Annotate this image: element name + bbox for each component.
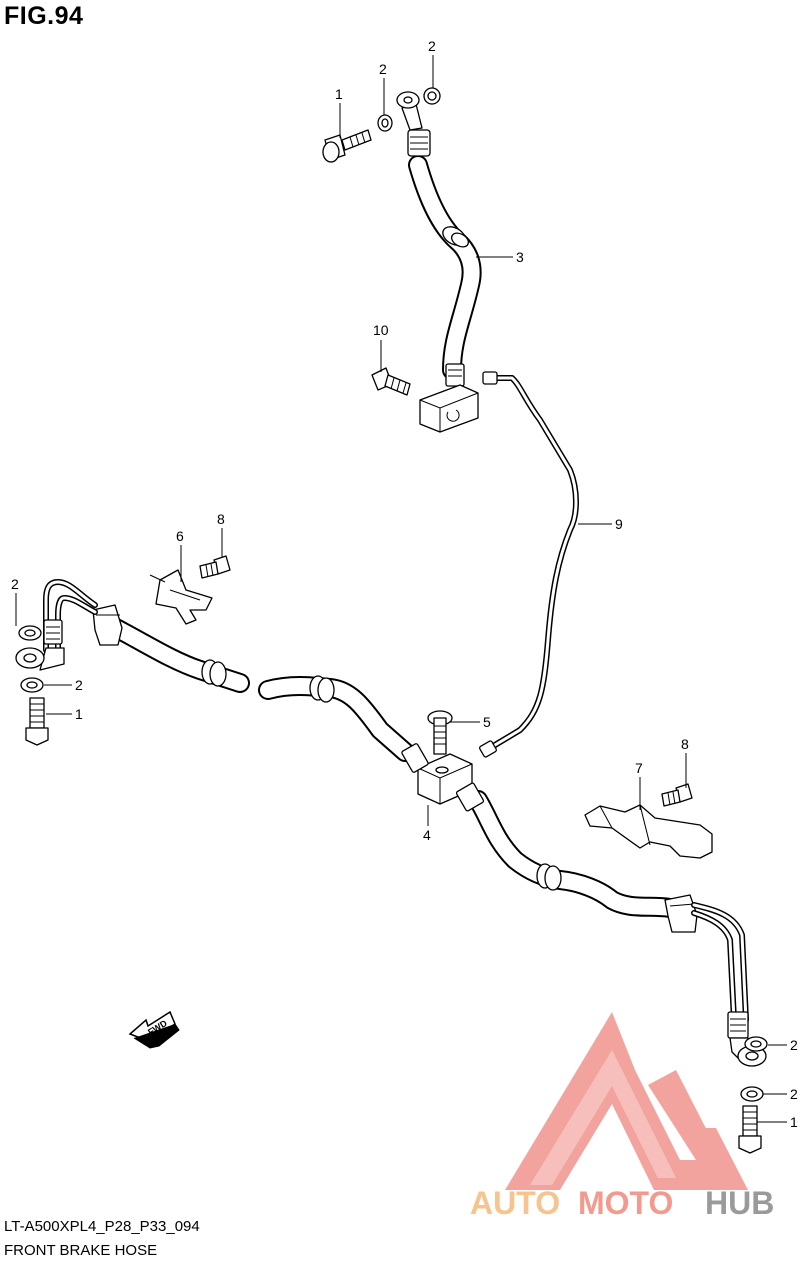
watermark-text: AUTO MOTO HUB: [470, 1185, 774, 1221]
bracket-6: [149, 569, 213, 625]
callout-1-top: 1: [335, 86, 343, 102]
watermark-text-auto: AUTO: [470, 1185, 560, 1221]
upper-joint-block: [419, 384, 479, 433]
callout-2-left-lower: 2: [75, 677, 83, 693]
callout-2-right-upper: 2: [790, 1037, 798, 1053]
callout-labels: 1 2 2 3 10 9 6 8 2 2 1 5 4 7 8 2 2 1: [11, 38, 798, 1130]
union-bolt-top: [322, 129, 372, 163]
left-brake-hose: [15, 579, 415, 762]
union-bolt-left: [25, 697, 49, 746]
callout-10: 10: [373, 322, 389, 338]
brake-pipe: [479, 371, 579, 758]
callout-6: 6: [176, 528, 184, 544]
figure-title: FIG.94: [4, 2, 84, 30]
callout-2-left-upper: 2: [11, 576, 19, 592]
bolt-8-right: [661, 783, 693, 807]
callout-1-right: 1: [790, 1114, 798, 1130]
watermark-text-moto: MOTO: [578, 1185, 673, 1221]
upper-brake-hose: [396, 91, 482, 387]
figure-name-caption: FRONT BRAKE HOSE: [4, 1242, 158, 1259]
model-code-caption: LT-A500XPL4_P28_P33_094: [4, 1218, 200, 1235]
leader-lines: [15, 55, 787, 1123]
bracket-7: [584, 804, 713, 859]
callout-2-top-right: 2: [428, 38, 436, 54]
callout-8-left: 8: [217, 511, 225, 527]
callout-2-top-left: 2: [379, 61, 387, 77]
bolt-8-left: [199, 555, 231, 579]
mounting-bolt-10: [371, 367, 411, 396]
union-bolt-right: [738, 1105, 762, 1154]
fwd-arrow-icon: FWD: [128, 1010, 180, 1049]
callout-1-left: 1: [75, 706, 83, 722]
callout-4: 4: [423, 827, 431, 843]
right-brake-hose: [455, 782, 767, 1067]
bolt-5: [427, 710, 453, 755]
callout-3: 3: [516, 249, 524, 265]
callout-9: 9: [615, 516, 623, 532]
callout-5: 5: [483, 714, 491, 730]
watermark-logo: [505, 1012, 748, 1190]
callout-7: 7: [635, 760, 643, 776]
callout-2-right-lower: 2: [790, 1086, 798, 1102]
watermark-text-hub: HUB: [705, 1185, 774, 1221]
callout-8-right: 8: [681, 736, 689, 752]
